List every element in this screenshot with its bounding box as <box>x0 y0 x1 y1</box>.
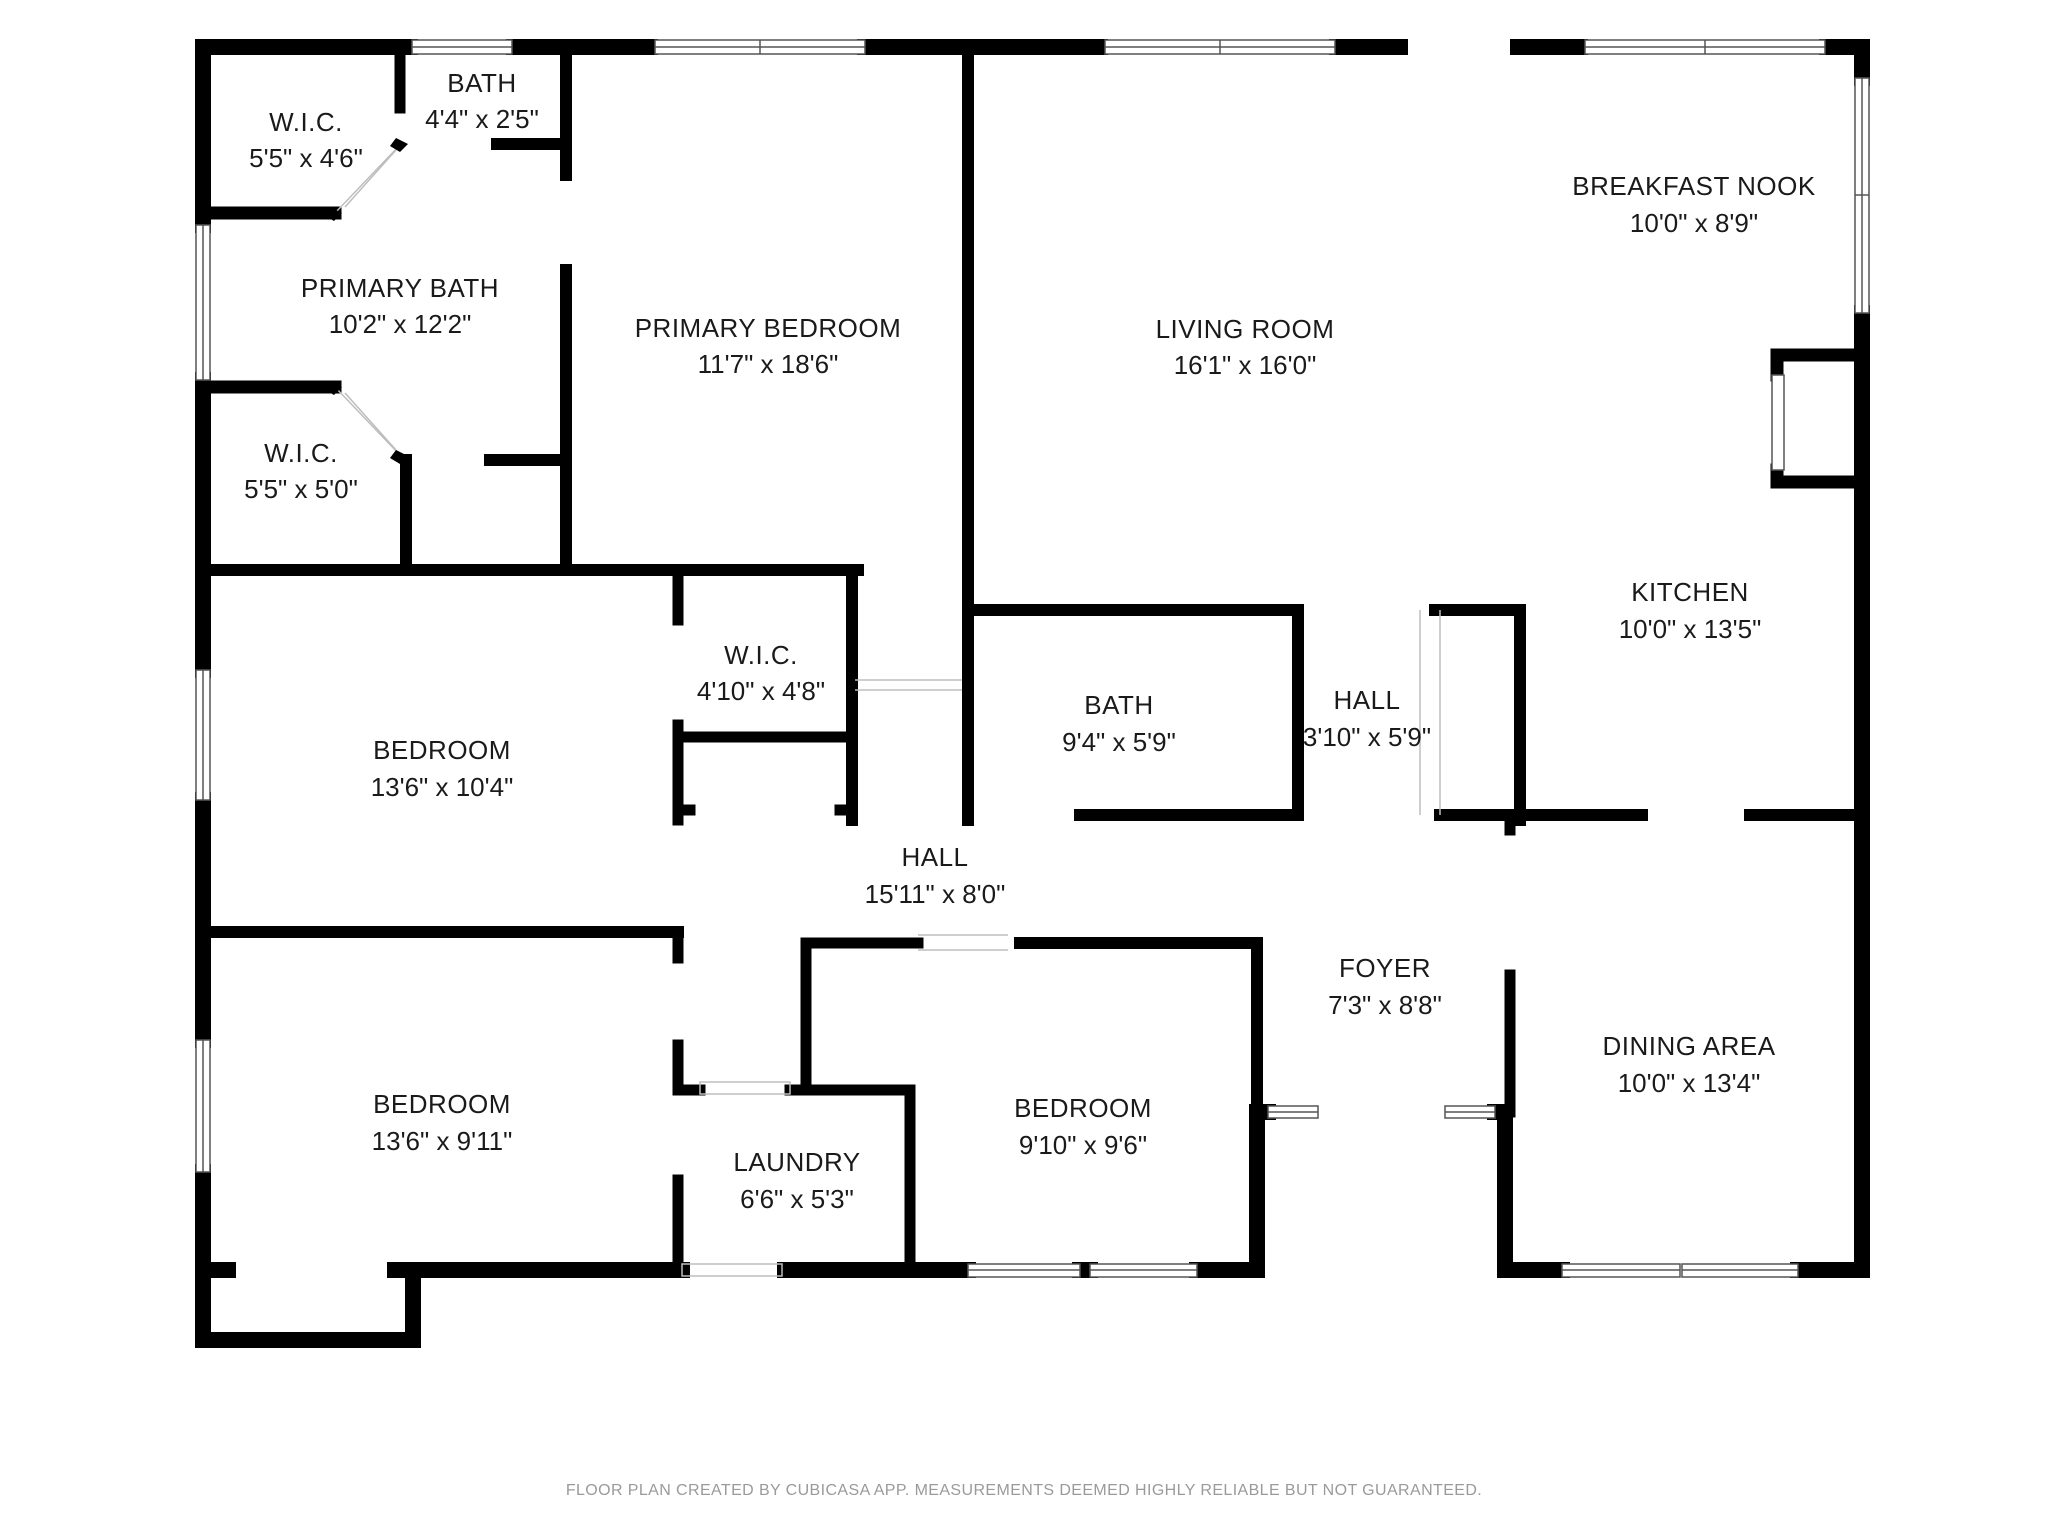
room-name-breakfast-nook: BREAKFAST NOOK <box>1572 171 1816 201</box>
room-name-living-room: LIVING ROOM <box>1156 314 1335 344</box>
room-dim-wic-mid: 5'5" x 5'0" <box>244 474 358 504</box>
windows <box>195 39 1870 1278</box>
room-dim-bath-small: 4'4" x 2'5" <box>425 104 539 134</box>
room-dim-living-room: 16'1" x 16'0" <box>1174 350 1317 380</box>
room-name-primary-bedroom: PRIMARY BEDROOM <box>635 313 902 343</box>
room-name-kitchen: KITCHEN <box>1631 577 1749 607</box>
walls <box>195 39 1870 1348</box>
room-name-laundry: LAUNDRY <box>733 1147 860 1177</box>
room-name-bedroom-2: BEDROOM <box>373 1089 511 1119</box>
room-name-bath-small: BATH <box>447 68 516 98</box>
room-dim-dining-area: 10'0" x 13'4" <box>1618 1068 1761 1098</box>
room-name-wic-top: W.I.C. <box>269 107 343 137</box>
room-dim-foyer: 7'3" x 8'8" <box>1328 990 1442 1020</box>
room-dim-bedroom-3: 9'10" x 9'6" <box>1019 1130 1147 1160</box>
room-name-bedroom-1: BEDROOM <box>373 735 511 765</box>
door-openings <box>334 144 1441 1277</box>
room-dim-bedroom-1: 13'6" x 10'4" <box>371 772 514 802</box>
room-name-hall-small: HALL <box>1333 685 1400 715</box>
room-dim-bedroom-2: 13'6" x 9'11" <box>372 1126 513 1156</box>
room-dim-kitchen: 10'0" x 13'5" <box>1619 614 1762 644</box>
room-dim-primary-bath: 10'2" x 12'2" <box>329 309 472 339</box>
footer-disclaimer: FLOOR PLAN CREATED BY CUBICASA APP. MEAS… <box>565 1482 1483 1499</box>
room-name-hall-main: HALL <box>901 842 968 872</box>
room-name-wic-small: W.I.C. <box>724 640 798 670</box>
room-name-primary-bath: PRIMARY BATH <box>301 273 499 303</box>
room-dim-primary-bedroom: 11'7" x 18'6" <box>698 349 839 379</box>
wall-nodes <box>324 138 408 464</box>
room-name-dining-area: DINING AREA <box>1602 1031 1775 1061</box>
room-dim-wic-top: 5'5" x 4'6" <box>249 143 363 173</box>
room-name-bedroom-3: BEDROOM <box>1014 1093 1152 1123</box>
room-dim-breakfast-nook: 10'0" x 8'9" <box>1630 208 1758 238</box>
room-dim-hall-main: 15'11" x 8'0" <box>865 879 1006 909</box>
room-name-wic-mid: W.I.C. <box>264 438 338 468</box>
room-labels: W.I.C. 5'5" x 4'6" BATH 4'4" x 2'5" PRIM… <box>244 68 1816 1214</box>
room-name-bath-2: BATH <box>1084 690 1153 720</box>
room-dim-wic-small: 4'10" x 4'8" <box>697 676 825 706</box>
room-name-foyer: FOYER <box>1339 953 1431 983</box>
room-dim-hall-small: 3'10" x 5'9" <box>1303 722 1431 752</box>
room-dim-bath-2: 9'4" x 5'9" <box>1062 727 1176 757</box>
room-dim-laundry: 6'6" x 5'3" <box>740 1184 854 1214</box>
